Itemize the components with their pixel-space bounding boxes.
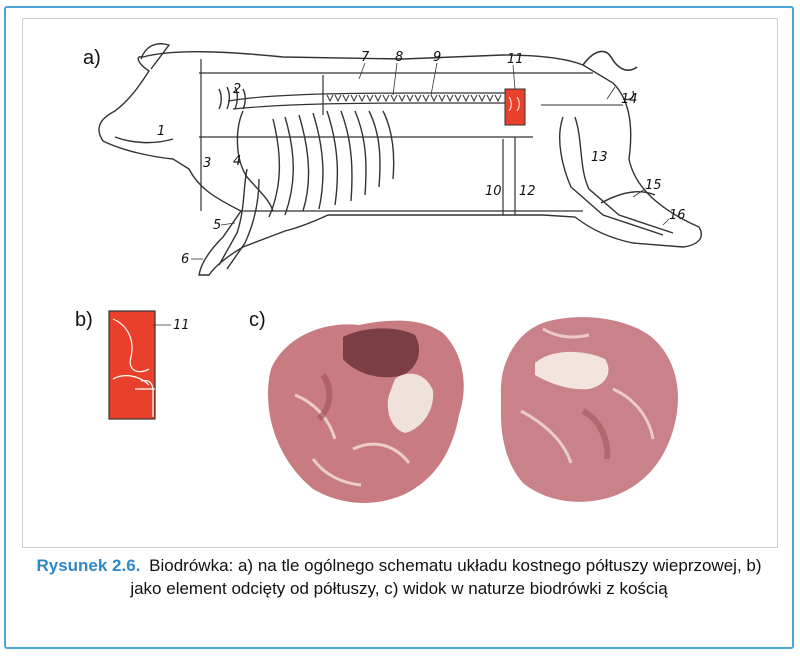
- vertebra-tooth: [391, 95, 397, 101]
- callout-5: 5: [213, 218, 221, 233]
- hip-highlight: [505, 89, 525, 125]
- callout-b-11: 11: [173, 318, 190, 333]
- vertebra-tooth: [439, 95, 445, 101]
- vertebra-tooth: [335, 95, 341, 101]
- callout-16: 16: [669, 208, 686, 223]
- callout-12: 12: [519, 184, 536, 199]
- callout-2: 2: [233, 82, 241, 97]
- callout-15: 15: [645, 178, 662, 193]
- callout-8: 8: [395, 50, 403, 65]
- meat-photo: [268, 317, 678, 503]
- vertebrae-group: [327, 95, 501, 101]
- callout-4: 4: [233, 154, 241, 169]
- vertebra-tooth: [447, 95, 453, 101]
- vertebra-tooth: [375, 95, 381, 101]
- vertebra-tooth: [399, 95, 405, 101]
- vertebra-tooth: [407, 95, 413, 101]
- vertebra-tooth: [487, 95, 493, 101]
- hip-section-highlight: [505, 89, 525, 125]
- figure-caption: Rysunek 2.6. Biodrówka: a) na tle ogólne…: [22, 554, 776, 600]
- figure-svg: 1 2 3 4 5 6 7 8 9 10 11 12 13 14 15 16 1…: [23, 19, 777, 547]
- callout-1: 1: [157, 124, 165, 139]
- vertebra-tooth: [431, 95, 437, 101]
- pig-diagram: [99, 44, 701, 275]
- vertebra-tooth: [463, 95, 469, 101]
- callout-7: 7: [361, 50, 370, 65]
- vertebra-tooth: [471, 95, 477, 101]
- vertebra-tooth: [367, 95, 373, 101]
- callout-13: 13: [591, 150, 608, 165]
- callout-6: 6: [181, 252, 189, 267]
- vertebra-tooth: [343, 95, 349, 101]
- vertebra-tooth: [455, 95, 461, 101]
- vertebra-tooth: [423, 95, 429, 101]
- cut-piece: [109, 311, 155, 419]
- callout-10: 10: [485, 184, 502, 199]
- vertebra-tooth: [359, 95, 365, 101]
- vertebra-tooth: [495, 95, 501, 101]
- callout-11: 11: [507, 52, 524, 67]
- callout-9: 9: [433, 50, 441, 65]
- vertebra-tooth: [327, 95, 333, 101]
- panel-label-a: a): [83, 47, 101, 70]
- figure-area: 1 2 3 4 5 6 7 8 9 10 11 12 13 14 15 16 1…: [22, 18, 778, 548]
- pig-outline: [99, 52, 701, 275]
- vertebra-tooth: [415, 95, 421, 101]
- callout-14: 14: [621, 92, 638, 107]
- caption-text: Biodrówka: a) na tle ogólnego schematu u…: [130, 556, 761, 598]
- meat-piece-right: [501, 317, 678, 502]
- vertebra-tooth: [351, 95, 357, 101]
- callout-3: 3: [203, 156, 211, 171]
- figure-number: Rysunek 2.6.: [36, 556, 140, 575]
- vertebra-tooth: [383, 95, 389, 101]
- panel-label-b: b): [75, 309, 93, 332]
- vertebra-tooth: [479, 95, 485, 101]
- cut-piece-diagram: 11: [109, 311, 190, 419]
- panel-label-c: c): [249, 309, 266, 332]
